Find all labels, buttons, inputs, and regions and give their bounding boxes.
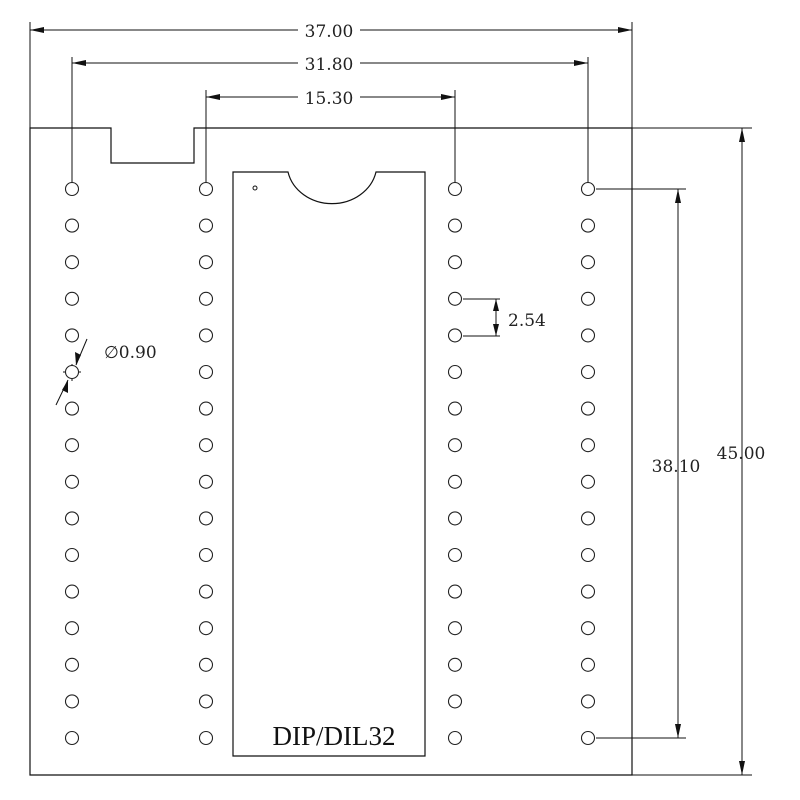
pin-hole <box>64 364 80 380</box>
dim-label-pin-pitch: 2.54 <box>508 311 546 331</box>
pin-hole <box>64 438 80 453</box>
pin-hole <box>580 364 596 380</box>
chip-body: DIP/DIL32 <box>232 171 426 757</box>
pin-hole <box>580 657 596 672</box>
pin-hole <box>198 547 214 563</box>
pin-hole <box>64 255 80 270</box>
pin-hole <box>64 328 80 343</box>
pin-hole <box>64 218 80 233</box>
dim-label-pin-column-length: 38.10 <box>652 457 701 477</box>
pin-hole <box>447 730 463 746</box>
pin-hole <box>198 291 214 306</box>
pin-hole <box>580 218 596 233</box>
pin-hole <box>198 401 214 416</box>
pin-hole <box>64 621 80 636</box>
pin-hole <box>64 181 80 197</box>
pin-hole <box>198 328 214 343</box>
pin-hole <box>198 584 214 599</box>
pin-hole <box>580 181 596 197</box>
dimension-inner-row-span: 15.30 <box>206 89 455 109</box>
pin-hole <box>580 401 596 416</box>
pin-hole <box>198 474 214 489</box>
pin-hole <box>64 291 80 306</box>
pin-hole <box>447 255 463 270</box>
pin-hole <box>64 657 80 672</box>
pin-hole <box>447 181 463 197</box>
pin-hole <box>198 694 214 709</box>
pin-hole <box>447 584 463 599</box>
pin-hole <box>198 438 214 453</box>
dimension-hole-diameter: ∅0.90 <box>55 338 157 406</box>
dimension-pin-pitch: 2.54 <box>493 299 546 336</box>
pin-hole <box>447 401 463 416</box>
pin-hole <box>580 584 596 599</box>
chip-label: DIP/DIL32 <box>273 721 396 751</box>
pin-hole <box>580 547 596 563</box>
pin-hole <box>447 364 463 380</box>
pin-hole <box>447 621 463 636</box>
dimension-outer-row-span: 31.80 <box>72 55 588 75</box>
dim-label-hole-diameter: ∅0.90 <box>104 343 157 363</box>
dim-label-overall-width: 37.00 <box>305 22 354 42</box>
pin-hole <box>447 291 463 306</box>
pin-hole <box>198 657 214 672</box>
pin-hole <box>198 364 214 380</box>
pin-hole <box>580 438 596 453</box>
pin-hole <box>447 438 463 453</box>
pin-hole <box>580 328 596 343</box>
pin-hole <box>580 730 596 746</box>
pin-hole <box>580 474 596 489</box>
pin-hole <box>198 218 214 233</box>
dim-label-inner-row-span: 15.30 <box>305 89 354 109</box>
pin-hole <box>447 328 463 343</box>
dimension-overall-width: 37.00 <box>30 22 632 42</box>
pin-hole <box>198 730 214 746</box>
pin-hole <box>198 255 214 270</box>
dimension-pin-column-length: 38.10 <box>652 189 701 738</box>
extension-lines <box>29 22 752 776</box>
pin-hole <box>64 511 80 526</box>
pin-hole <box>64 694 80 709</box>
pin1-marker <box>252 185 258 191</box>
pin-hole <box>198 181 214 197</box>
pin-hole <box>447 547 463 563</box>
pin-hole <box>447 218 463 233</box>
pin-hole <box>580 291 596 306</box>
pin-hole <box>580 255 596 270</box>
dimension-overall-height: 45.00 <box>717 128 766 775</box>
dim-label-overall-height: 45.00 <box>717 444 766 464</box>
pin-holes <box>64 181 596 746</box>
pin-hole <box>580 621 596 636</box>
pin-hole <box>580 511 596 526</box>
board-outline <box>29 127 633 776</box>
pin-hole <box>64 584 80 599</box>
pin-hole <box>64 730 80 746</box>
pin-hole <box>447 511 463 526</box>
dim-label-outer-row-span: 31.80 <box>305 55 354 75</box>
pin-hole <box>198 511 214 526</box>
pin-hole <box>198 621 214 636</box>
pin-hole <box>64 401 80 416</box>
pin-hole <box>447 657 463 672</box>
pin-hole <box>447 694 463 709</box>
pin-hole <box>64 547 80 563</box>
pin-hole <box>580 694 596 709</box>
pin-hole <box>64 474 80 489</box>
pin-hole <box>447 474 463 489</box>
